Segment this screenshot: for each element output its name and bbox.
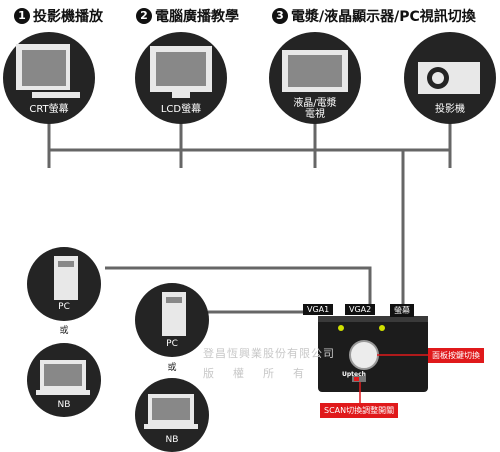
lcd-label: LCD螢幕 bbox=[160, 104, 202, 115]
watermark-company: 登昌恆興業股份有限公司 bbox=[203, 347, 335, 360]
port-vga2: VGA2 bbox=[345, 304, 376, 315]
nb2-device bbox=[135, 378, 209, 452]
header-switching: 3 電漿/液晶顯示器/PC視訊切換 bbox=[272, 6, 476, 26]
pc1-device bbox=[27, 247, 101, 321]
or-label-2: 或 bbox=[167, 363, 177, 373]
pc2-label: PC bbox=[166, 339, 178, 349]
pc2-device bbox=[135, 283, 209, 357]
step-number: 2 bbox=[136, 8, 152, 24]
port-monitor: 螢幕 bbox=[390, 304, 414, 317]
brand-logo: Uptech bbox=[342, 371, 366, 378]
scan-switch-callout: SCAN切換調整開關 bbox=[320, 403, 399, 418]
crt-label: CRT螢幕 bbox=[29, 104, 69, 115]
panel-button-callout: 面板按鍵切換 bbox=[428, 348, 484, 363]
lcd-device bbox=[135, 32, 227, 124]
crt-device bbox=[3, 32, 95, 124]
projector-label: 投影機 bbox=[435, 104, 465, 115]
nb2-label: NB bbox=[165, 435, 179, 445]
step-number: 1 bbox=[14, 8, 30, 24]
vga2-cable bbox=[105, 266, 372, 312]
header-broadcast: 2 電腦廣播教學 bbox=[136, 6, 239, 26]
watermark-rights: 版 權 所 有 bbox=[203, 367, 308, 380]
nb1-device bbox=[27, 343, 101, 417]
header-text: 電漿/液晶顯示器/PC視訊切換 bbox=[291, 9, 476, 25]
kvm-switch bbox=[318, 316, 428, 392]
nb1-label: NB bbox=[57, 400, 71, 410]
header-projector: 1 投影機播放 bbox=[14, 6, 103, 26]
tv-label: 液晶/電漿 電視 bbox=[293, 98, 337, 120]
port-vga1: VGA1 bbox=[303, 304, 334, 315]
header-text: 投影機播放 bbox=[33, 9, 103, 25]
projector-device bbox=[404, 32, 496, 124]
tv-device bbox=[269, 32, 361, 124]
header-text: 電腦廣播教學 bbox=[155, 9, 239, 25]
or-label-1: 或 bbox=[59, 326, 69, 336]
step-number: 3 bbox=[272, 8, 288, 24]
pc1-label: PC bbox=[58, 302, 70, 312]
